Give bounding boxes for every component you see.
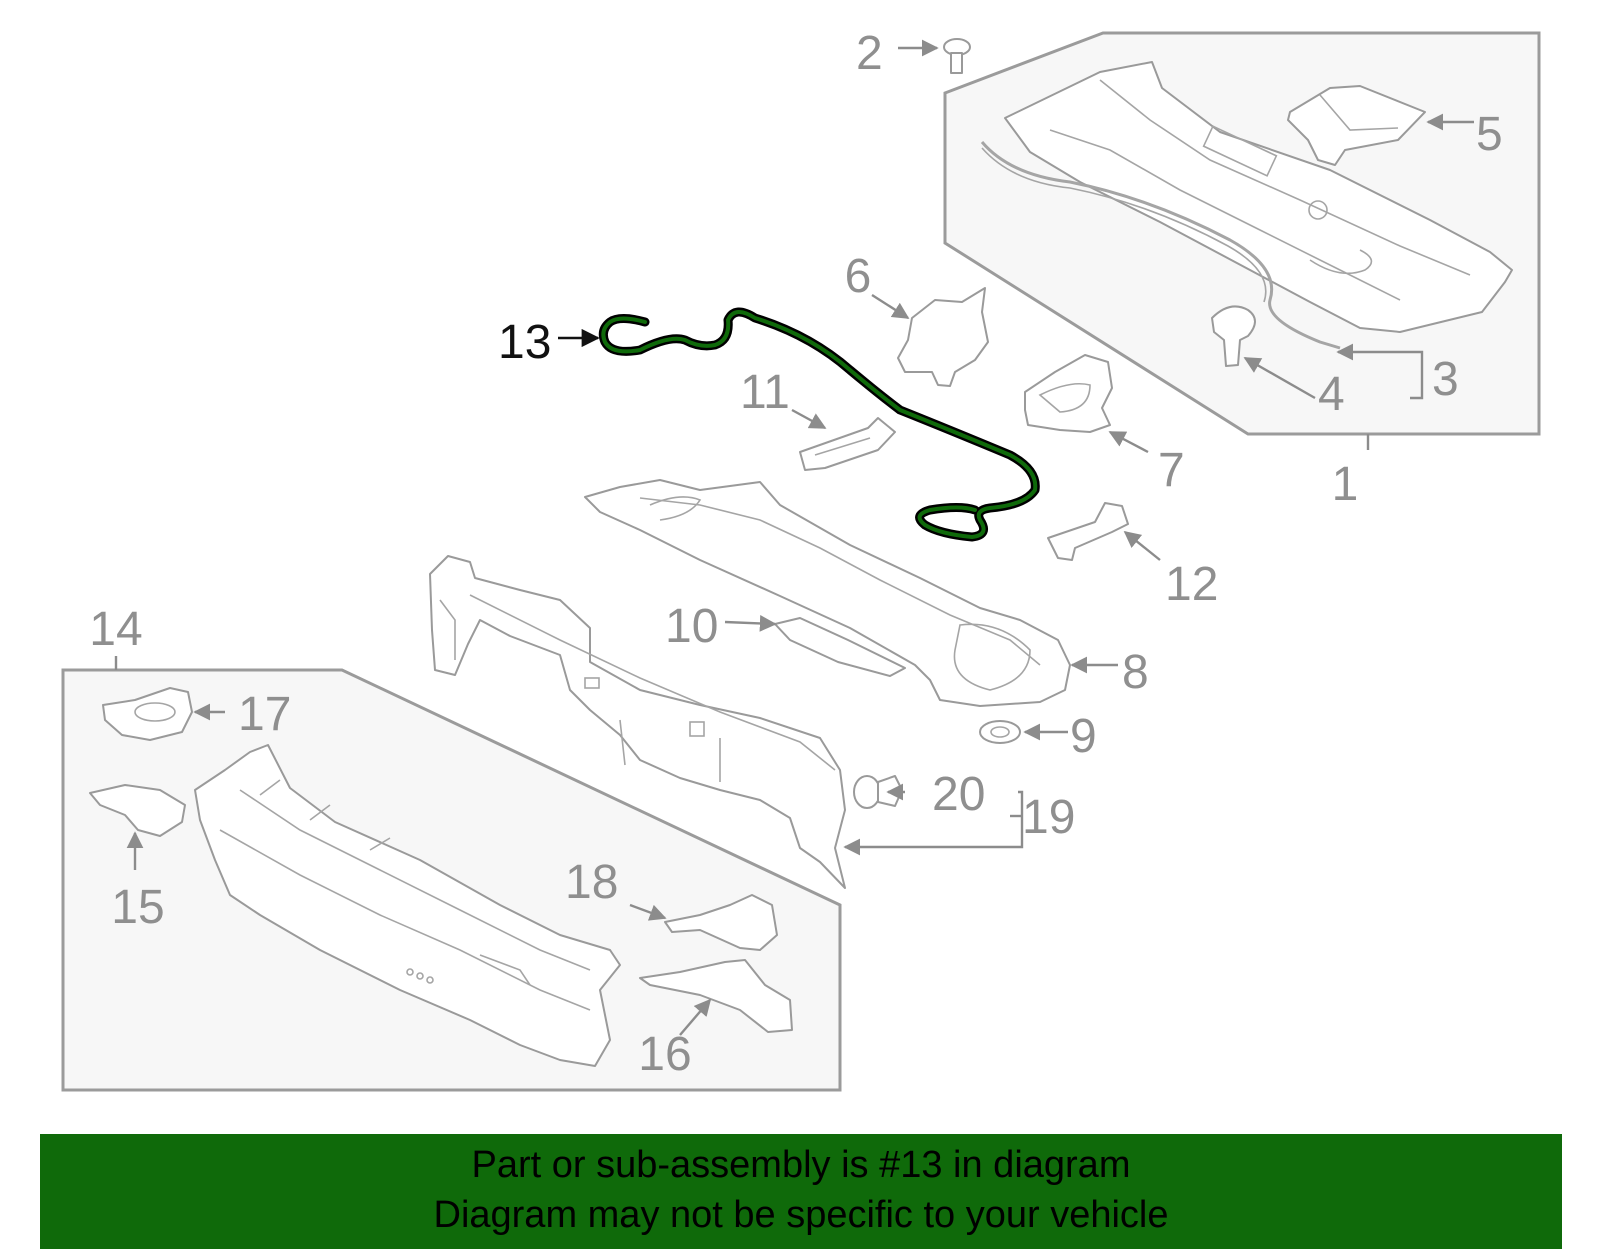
callout-8: 8 xyxy=(1122,646,1149,699)
banner-line-1: Part or sub-assembly is #13 in diagram xyxy=(471,1144,1131,1186)
callout-18: 18 xyxy=(565,856,618,909)
part-19-dash-panel xyxy=(429,555,846,889)
callout-7: 7 xyxy=(1158,444,1185,497)
callout-4: 4 xyxy=(1318,368,1345,421)
callout-14: 14 xyxy=(89,603,142,656)
part-12-bracket xyxy=(1047,502,1129,561)
leader-19 xyxy=(843,790,1024,856)
part-15-bracket xyxy=(89,784,186,837)
callout-6: 6 xyxy=(845,250,872,303)
callout-17: 17 xyxy=(238,688,291,741)
callout-13: 13 xyxy=(498,316,551,369)
part-8-panel xyxy=(584,479,1071,707)
cowl-seal-strip xyxy=(980,141,1341,350)
callout-19: 19 xyxy=(1022,791,1075,844)
callout-5: 5 xyxy=(1476,108,1503,161)
callout-1: 1 xyxy=(1332,458,1359,511)
callout-3: 3 xyxy=(1432,353,1459,406)
part-13-washer-hose xyxy=(598,307,1040,542)
part-2-bolt xyxy=(943,38,971,74)
part-11-bracket xyxy=(799,417,896,471)
cowl-top-panel xyxy=(1004,61,1513,333)
part-17-bracket xyxy=(102,687,193,741)
part-notice-banner: Part or sub-assembly is #13 in diagram D… xyxy=(40,1134,1562,1249)
callout-20: 20 xyxy=(932,768,985,821)
part-16-bracket xyxy=(639,959,793,1033)
part-7-bracket xyxy=(1024,354,1113,433)
part-10-pad xyxy=(774,617,906,677)
callout-16: 16 xyxy=(638,1028,691,1081)
callout-11: 11 xyxy=(740,366,790,419)
part-5-bracket xyxy=(1287,85,1426,166)
part-6-bracket xyxy=(897,287,989,387)
callout-15: 15 xyxy=(111,881,164,934)
part-18-bracket xyxy=(664,894,778,951)
callout-12: 12 xyxy=(1165,558,1218,611)
part-14-cowl-panel xyxy=(194,744,621,1067)
callout-9: 9 xyxy=(1070,710,1097,763)
part-9-washer xyxy=(979,720,1021,744)
banner-line-2: Diagram may not be specific to your vehi… xyxy=(433,1194,1169,1236)
part-4-clip xyxy=(1211,305,1256,367)
callout-10: 10 xyxy=(665,600,718,653)
callout-2: 2 xyxy=(856,27,883,80)
leader-arrows xyxy=(126,39,1474,1036)
